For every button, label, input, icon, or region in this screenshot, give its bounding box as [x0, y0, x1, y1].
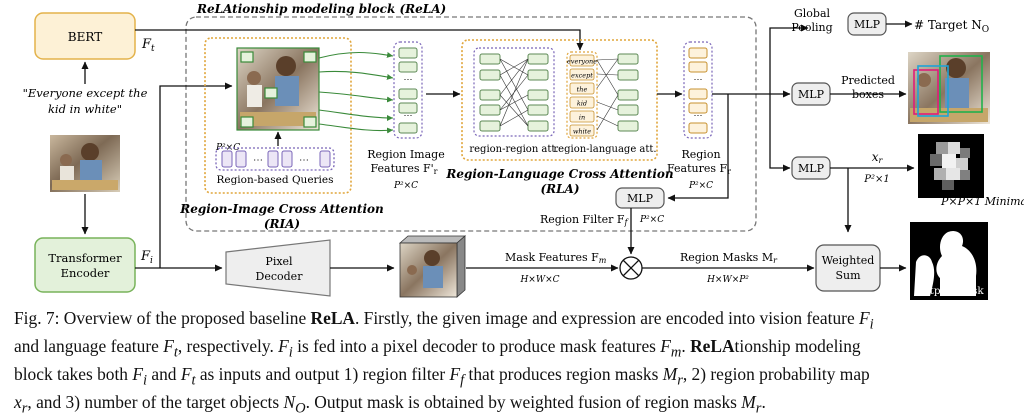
- p2c-label-1: P²×C: [215, 143, 240, 153]
- region-features-1: Region: [681, 148, 720, 161]
- predicted-boxes-image: [908, 52, 990, 124]
- weighted-sum-box: [815, 244, 881, 292]
- caption-line-4: xr, and 3) number of the target objects …: [14, 392, 766, 417]
- rela-block: [185, 16, 757, 232]
- fi-label: Fi: [140, 249, 153, 266]
- multiply-op: [619, 256, 643, 280]
- word-token: [569, 96, 595, 109]
- region-image-features-col: [393, 41, 423, 139]
- region-feature-tokens: [688, 47, 708, 134]
- svg-text:MLP: MLP: [798, 162, 825, 175]
- bert-box: [34, 12, 136, 60]
- word-token: [569, 82, 595, 95]
- caption-line-2: and language feature Ft, respectively. F…: [14, 336, 861, 361]
- region-features-col: [683, 41, 713, 139]
- svg-text:MLP: MLP: [854, 18, 881, 31]
- p2c-label-4: P²×C: [639, 215, 664, 225]
- caption-line-1: Fig. 7: Overview of the proposed baselin…: [14, 308, 874, 333]
- word-token: [569, 124, 595, 137]
- query-tokens: [221, 150, 331, 168]
- region-region-att-label: region-region att.: [469, 144, 558, 155]
- svg-text:⋯: ⋯: [299, 155, 309, 166]
- architecture-diagram: ReLAtionship modeling block (ReLA) BERT …: [23, 2, 1024, 300]
- region-image-features-1: Region Image: [367, 148, 444, 161]
- region-queries-label: Region-based Queries: [216, 174, 333, 186]
- expression-text-1: "Everyone except the: [23, 86, 148, 100]
- attention-arrows: [318, 52, 394, 134]
- word-tokens: everyone except the kid in white: [567, 54, 597, 137]
- target-label: # Target NO: [914, 18, 989, 35]
- word-token-label: everyone: [567, 58, 597, 66]
- word-token: [569, 110, 595, 123]
- word-token: [569, 68, 595, 81]
- output-mask-label: Output Mask: [914, 285, 984, 297]
- caption-line-3: block takes both Fi and Ft as inputs and…: [14, 364, 870, 389]
- region-image-feature-tokens: [398, 47, 418, 134]
- word-token: [569, 54, 595, 67]
- predicted-boxes-1: Predicted: [841, 74, 895, 87]
- word-token-label: kid: [577, 100, 587, 108]
- weighted-sum-2: Sum: [835, 269, 861, 282]
- weighted-sum-1: Weighted: [822, 254, 875, 267]
- mask-features-label: Mask Features Fm: [505, 251, 607, 265]
- svg-text:⋯: ⋯: [694, 111, 703, 121]
- minimap-label: P×P×1 Minimap: [940, 195, 1024, 208]
- ft-label: Ft: [141, 37, 155, 54]
- transformer-encoder-box: [34, 237, 136, 293]
- svg-text:⋯: ⋯: [694, 75, 703, 85]
- minimap-image: [918, 134, 984, 198]
- region-region-box: [473, 47, 555, 137]
- svg-text:MLP: MLP: [627, 192, 654, 205]
- rl-right-tokens: [617, 53, 639, 132]
- output-mask-image: [910, 222, 988, 300]
- word-token-label: white: [573, 128, 591, 136]
- region-image-features-2: Features F'r: [371, 162, 438, 176]
- bert-label: BERT: [68, 30, 102, 44]
- rr-left-tokens: [479, 53, 501, 132]
- expression-text-2: kid in white": [48, 102, 122, 116]
- svg-text:MLP: MLP: [798, 88, 825, 101]
- region-queries-box: [215, 147, 335, 171]
- svg-text:⋯: ⋯: [253, 155, 263, 166]
- xr-label: xr: [872, 150, 884, 165]
- rr-lines: [499, 58, 529, 127]
- p2c-label-3: P²×C: [688, 181, 713, 191]
- word-token-label: except: [571, 72, 593, 80]
- word-token-label: the: [577, 86, 588, 94]
- pixel-decoder: [225, 239, 331, 297]
- region-language-att-label: region-language att.: [553, 144, 656, 155]
- pixel-decoder-2: Decoder: [256, 270, 304, 283]
- transformer-label-1: Transformer: [48, 251, 122, 265]
- region-filter-label: Region Filter Ff: [540, 213, 630, 227]
- hwp2-label: H×W×P²: [706, 275, 749, 285]
- p2c-label-2: P²×C: [393, 181, 418, 191]
- rela-block-title: ReLAtionship modeling block (ReLA): [196, 2, 446, 16]
- svg-text:⋯: ⋯: [404, 75, 413, 85]
- word-token-label: in: [579, 114, 585, 122]
- transformer-label-2: Encoder: [61, 266, 110, 280]
- predicted-boxes-2: boxes: [852, 88, 884, 101]
- ria-image: [236, 47, 320, 131]
- rla-title-1: Region-Language Cross Attention: [445, 167, 673, 181]
- region-features-2: Features Fr: [667, 162, 731, 176]
- input-image: [50, 135, 120, 192]
- region-masks-label: Region Masks Mr: [680, 251, 778, 265]
- ria-title-2: (RIA): [264, 217, 300, 231]
- ria-title-1: Region-Image Cross Attention: [179, 202, 384, 216]
- rr-right-tokens: [527, 53, 549, 132]
- p2x1-label: P²×1: [863, 174, 889, 185]
- mask-features-image: [398, 235, 467, 298]
- global-pooling-1: Global: [794, 7, 831, 20]
- rla-title-2: (RLA): [540, 182, 579, 196]
- pixel-decoder-1: Pixel: [265, 255, 293, 268]
- figure-caption: Fig. 7: Overview of the proposed baselin…: [14, 308, 1012, 420]
- mlp-box-filter: [615, 187, 665, 209]
- hwc-label: H×W×C: [519, 275, 559, 285]
- rl-lines: [596, 58, 619, 131]
- global-pooling-2: Pooling: [791, 21, 832, 34]
- svg-text:⋯: ⋯: [404, 111, 413, 121]
- rla-box: [461, 39, 658, 161]
